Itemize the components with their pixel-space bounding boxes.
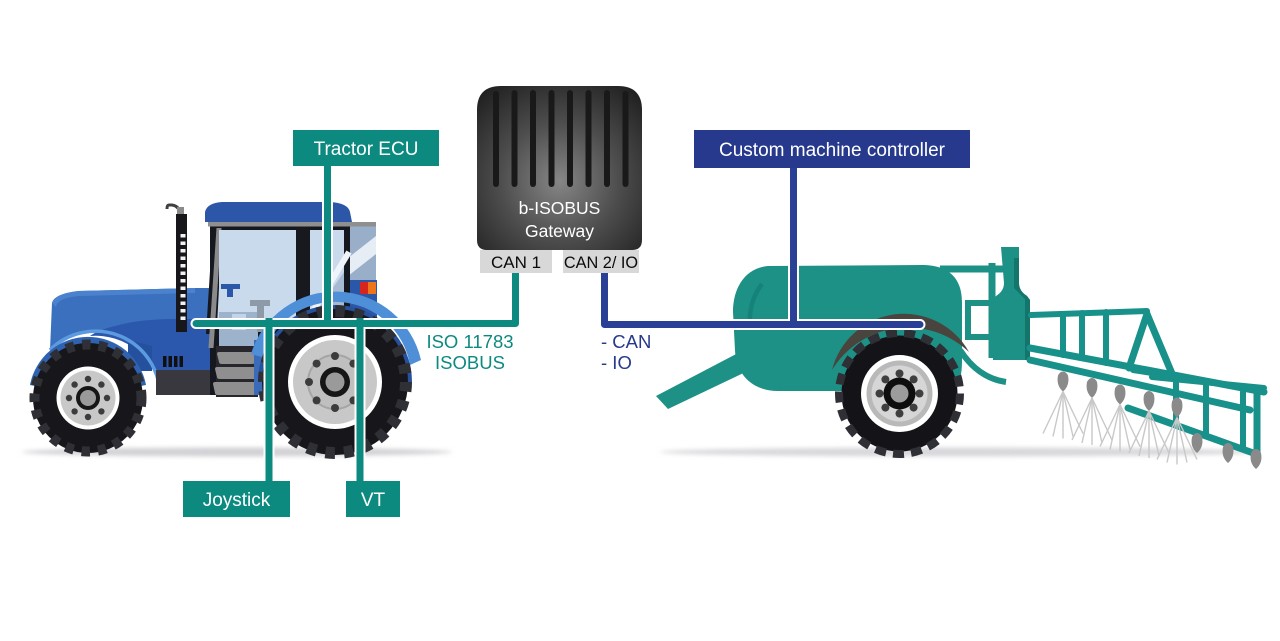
svg-text:VT: VT <box>361 490 386 511</box>
svg-text:Tractor ECU: Tractor ECU <box>314 139 419 160</box>
svg-text:Custom machine controller: Custom machine controller <box>719 140 946 161</box>
svg-text:- IO: - IO <box>601 352 632 373</box>
svg-text:CAN 2/ IO: CAN 2/ IO <box>564 254 638 272</box>
svg-text:Gateway: Gateway <box>525 221 594 241</box>
svg-text:ISO 11783: ISO 11783 <box>426 331 513 352</box>
svg-text:CAN 1: CAN 1 <box>491 253 541 272</box>
svg-text:ISOBUS: ISOBUS <box>435 352 505 373</box>
svg-text:- CAN: - CAN <box>601 331 651 352</box>
svg-text:Joystick: Joystick <box>203 490 271 511</box>
svg-text:b-ISOBUS: b-ISOBUS <box>519 198 601 218</box>
